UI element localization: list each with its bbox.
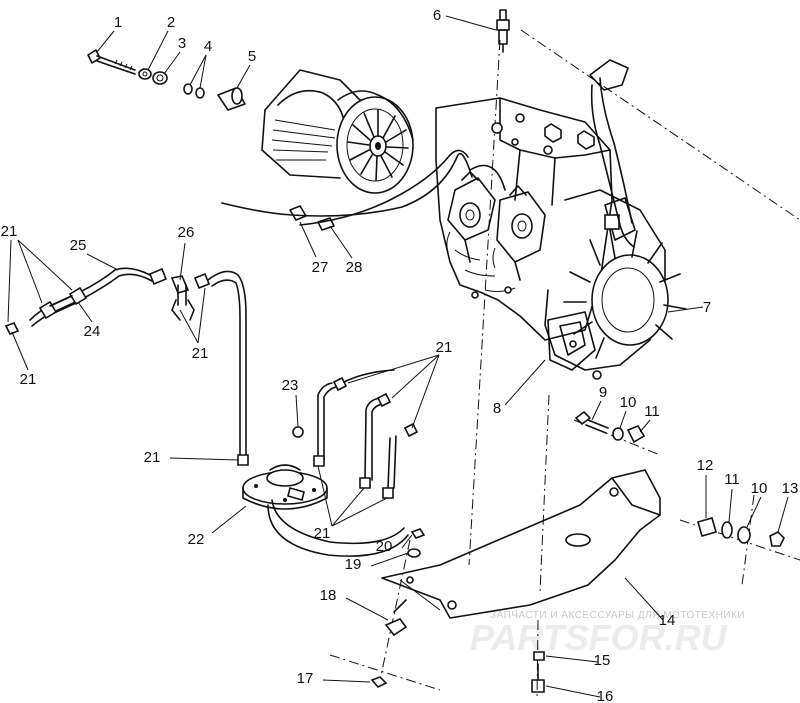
callout-1: 1: [114, 14, 122, 31]
callout-24: 24: [84, 323, 101, 340]
callout-2: 2: [167, 14, 175, 31]
callout-22: 22: [188, 531, 205, 548]
callout-11: 11: [724, 471, 740, 488]
callout-28: 28: [346, 259, 363, 276]
callout-14: 14: [659, 612, 676, 629]
callout-10: 10: [620, 394, 637, 411]
callout-17: 17: [297, 670, 314, 687]
engine-block: [435, 97, 613, 380]
callout-20: 20: [376, 538, 393, 555]
callout-15: 15: [594, 652, 611, 669]
spark-plug: [496, 9, 635, 248]
support-plate: [381, 469, 661, 619]
watermark-tagline: ЗАПЧАСТИ И АКСЕССУАРЫ ДЛЯ МОТОТЕХНИКИ: [490, 610, 745, 621]
callout-25: 25: [70, 237, 87, 254]
callout-13: 13: [782, 480, 799, 497]
callout-21: 21: [314, 525, 331, 542]
callout-21: 21: [192, 345, 209, 362]
callout-26: 26: [178, 224, 195, 241]
recoil-starter: [544, 189, 687, 371]
callout-7: 7: [703, 299, 711, 316]
callout-8: 8: [493, 400, 501, 417]
drive-clutch: [261, 69, 414, 194]
leader-lines: [7, 15, 789, 698]
callout-10: 10: [751, 480, 768, 497]
callout-19: 19: [345, 556, 362, 573]
callout-11: 11: [644, 403, 660, 420]
callout-21: 21: [144, 449, 161, 466]
fuel-lines: [4, 267, 249, 466]
callout-27: 27: [312, 259, 329, 276]
callout-21: 21: [1, 223, 18, 240]
watermark-brand: PARTSFOR.RU: [470, 617, 728, 658]
callout-21: 21: [436, 339, 453, 356]
callout-4: 4: [204, 38, 212, 55]
callout-21: 21: [20, 371, 37, 388]
callout-6: 6: [433, 7, 441, 24]
callout-5: 5: [248, 48, 256, 65]
mount-hardware: [370, 411, 785, 693]
bolt-assembly: [87, 49, 246, 111]
carburetors: [446, 171, 546, 281]
callout-9: 9: [599, 384, 607, 401]
watermark: PARTSFOR.RU ЗАПЧАСТИ И АКСЕССУАРЫ ДЛЯ МО…: [470, 610, 745, 658]
fuel-pump: [242, 369, 419, 557]
callout-23: 23: [282, 377, 299, 394]
throttle-cable: [221, 149, 506, 231]
callout-16: 16: [597, 688, 614, 703]
callout-3: 3: [178, 35, 186, 52]
callout-18: 18: [320, 587, 337, 604]
callout-12: 12: [697, 457, 714, 474]
